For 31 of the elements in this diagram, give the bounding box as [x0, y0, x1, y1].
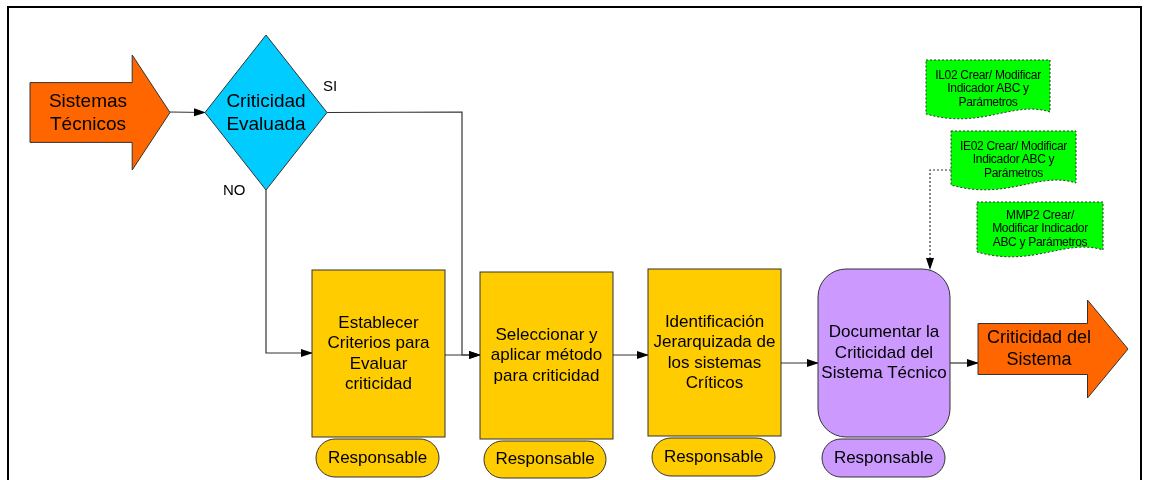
process-box [480, 272, 613, 439]
connector-arrow [265, 189, 313, 357]
process-box [818, 269, 950, 437]
process-box [312, 270, 445, 437]
node-label: IE02 Crear/ Modificar Indicador ABC y Parámetros [958, 139, 1069, 181]
node-label: Establecer Criterios para Evaluar criticidad [326, 312, 431, 395]
role-label: Responsable [663, 446, 764, 468]
role-label: Responsable [327, 447, 428, 469]
node-label: Identificación Jerarquizada de los sistemas Críticos [652, 311, 777, 394]
node-label: IL02 Crear/ Modificar Indicador ABC y Parámetros [934, 68, 1042, 110]
connector-arrow [926, 169, 952, 270]
role-pill [652, 438, 775, 476]
input-arrow-shape [30, 55, 170, 170]
node-label: Criticidad Evaluada [225, 89, 307, 136]
role-pill [822, 439, 945, 477]
connector-arrow [612, 351, 649, 359]
node-label: Sistemas Técnicos [47, 89, 129, 136]
role-pill [484, 441, 606, 478]
connector-arrow [169, 108, 206, 117]
connector-arrow [780, 359, 819, 367]
node-label: Criticidad del Sistema [985, 327, 1092, 371]
node-label: Documentar la Criticidad del Sistema Técnico [820, 322, 948, 384]
node-label: MMP2 Crear/ Modificar Indicador ABC y Parámetros [991, 208, 1089, 250]
role-label: Responsable [495, 449, 595, 470]
connector-arrow [444, 351, 481, 359]
process-box [648, 269, 781, 436]
node-label: Seleccionar y aplicar método para criticidad [489, 324, 604, 387]
role-label: Responsable [833, 447, 934, 469]
output-arrow-shape [978, 300, 1128, 398]
connector-arrow [949, 359, 979, 367]
role-pill [316, 439, 439, 477]
